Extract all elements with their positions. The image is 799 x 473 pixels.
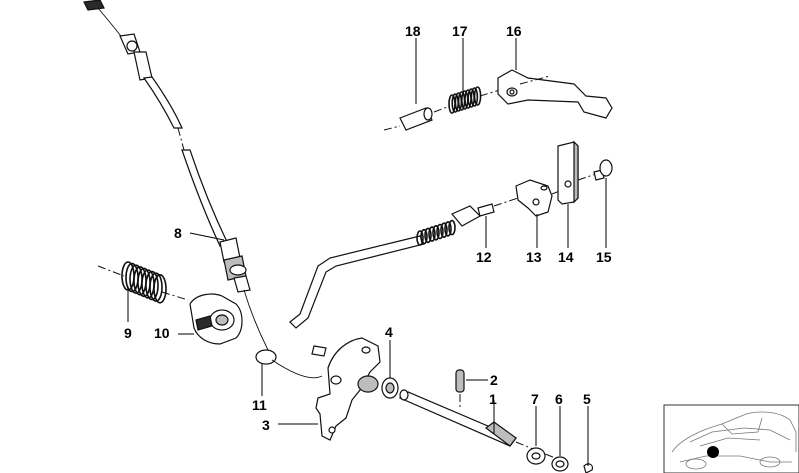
part-label-17: 17 (452, 23, 468, 39)
part-label-16: 16 (506, 23, 522, 39)
part-label-13: 13 (526, 249, 542, 265)
part-label-10: 10 (154, 325, 170, 341)
part-label-15: 15 (596, 249, 612, 265)
pin-18 (383, 105, 451, 131)
part-label-2: 2 (490, 372, 498, 388)
part-number-labels: 18 17 16 8 12 13 14 15 9 10 4 2 11 1 7 6… (124, 23, 612, 433)
cable-cam (189, 293, 243, 345)
car-outline-icon (671, 411, 797, 470)
rod-bracket (515, 179, 563, 217)
vehicle-location-thumbnail (663, 404, 799, 473)
part-label-6: 6 (555, 391, 563, 407)
location-marker-icon (707, 446, 719, 458)
leader-lines (127, 38, 607, 466)
cable-clip (255, 345, 327, 379)
bolt (593, 159, 613, 181)
part-label-3: 3 (262, 417, 270, 433)
washer-7 (526, 447, 546, 465)
part-label-8: 8 (174, 225, 182, 241)
circlip-6 (551, 456, 569, 472)
linkage-rod (289, 195, 525, 329)
part-label-12: 12 (476, 249, 492, 265)
part-label-14: 14 (558, 249, 574, 265)
roll-pin (455, 369, 465, 410)
lever-16 (497, 69, 613, 119)
part-label-9: 9 (124, 325, 132, 341)
accelerator-cable (83, 0, 269, 351)
spring-17 (448, 86, 501, 114)
clip-5 (583, 463, 593, 473)
part-label-11: 11 (252, 397, 267, 413)
part-label-18: 18 (405, 23, 421, 39)
part-label-4: 4 (385, 324, 393, 340)
return-spring (97, 261, 189, 304)
part-label-5: 5 (583, 391, 591, 407)
part-label-7: 7 (531, 391, 539, 407)
washer-4 (381, 377, 399, 399)
mounting-bracket (557, 140, 597, 205)
throttle-lever-plate (315, 337, 381, 441)
part-label-1: 1 (489, 391, 497, 407)
